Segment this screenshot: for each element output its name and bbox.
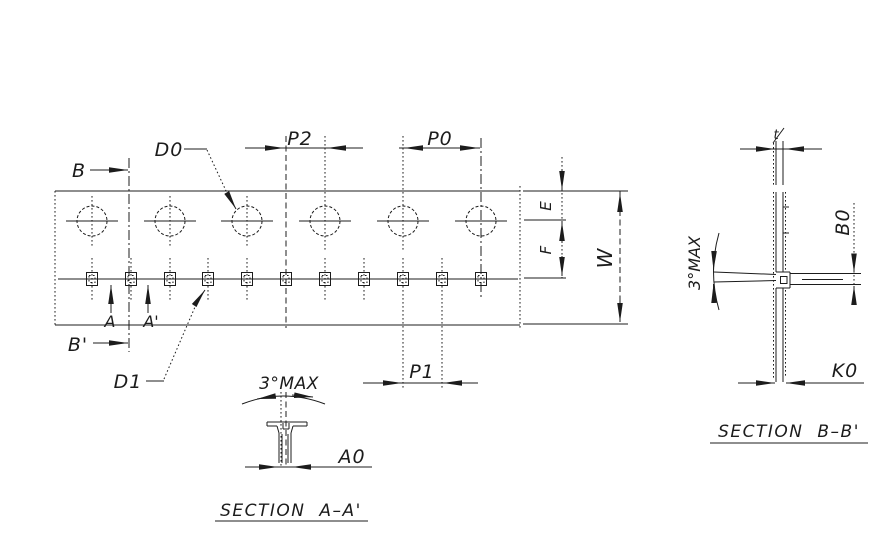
dimension-w: W xyxy=(593,191,623,324)
sprocket-holes xyxy=(66,136,507,298)
label-w: W xyxy=(593,247,617,268)
label-k0: K0 xyxy=(832,360,859,382)
section-bb-title-text: SECTION B–B' xyxy=(718,422,860,442)
dimension-p1: P1 xyxy=(363,361,478,386)
label-angle-bb: 3°MAX xyxy=(685,235,704,290)
dimension-t: t xyxy=(740,127,822,152)
leader-d0: D0 xyxy=(155,139,237,210)
dimension-e-f: E F xyxy=(537,157,565,278)
label-angle-aa: 3°MAX xyxy=(259,374,319,394)
tape-strip-section-bb xyxy=(773,141,791,382)
tape-top-view: P2 P0 P1 B B' A A' xyxy=(54,128,628,393)
label-e: E xyxy=(537,201,555,211)
label-t: t xyxy=(773,128,779,143)
label-a0: A0 xyxy=(336,446,365,468)
section-aa-title: SECTION A–A' xyxy=(215,501,368,522)
label-f: F xyxy=(537,245,555,254)
leader-d1: D1 xyxy=(114,289,206,393)
label-section-a-prime: A' xyxy=(142,312,158,331)
angle-dimension-bb: 3°MAX xyxy=(685,232,777,311)
label-b0: B0 xyxy=(832,208,854,235)
angle-dimension-aa: 3°MAX xyxy=(241,374,326,405)
dimension-a0: A0 xyxy=(245,446,372,470)
section-bb-view: t B0 xyxy=(685,127,868,444)
section-bb-title: SECTION B–B' xyxy=(710,422,868,444)
label-section-b-prime: B' xyxy=(68,334,88,356)
label-d1: D1 xyxy=(114,371,143,393)
dimension-b0: B0 xyxy=(790,203,861,306)
section-aa-view: 3°MAX A0 SECTION A–A' xyxy=(215,374,372,522)
section-line-b: B B' xyxy=(68,158,130,356)
label-d0: D0 xyxy=(155,139,184,161)
label-p0: P0 xyxy=(427,128,453,150)
dimension-p0: P0 xyxy=(399,128,480,151)
label-p2: P2 xyxy=(287,128,313,150)
section-aa-title-text: SECTION A–A' xyxy=(220,501,362,521)
cavity-pockets xyxy=(86,136,487,390)
label-section-a: A xyxy=(104,312,116,331)
label-section-b: B xyxy=(72,160,86,182)
dimension-k0: K0 xyxy=(738,360,864,386)
label-p1: P1 xyxy=(409,361,435,383)
dimension-p2: P2 xyxy=(245,128,363,151)
section-line-a: A A' xyxy=(104,285,159,331)
pocket-cross-section-aa xyxy=(266,392,308,467)
tape-outline xyxy=(54,186,628,330)
